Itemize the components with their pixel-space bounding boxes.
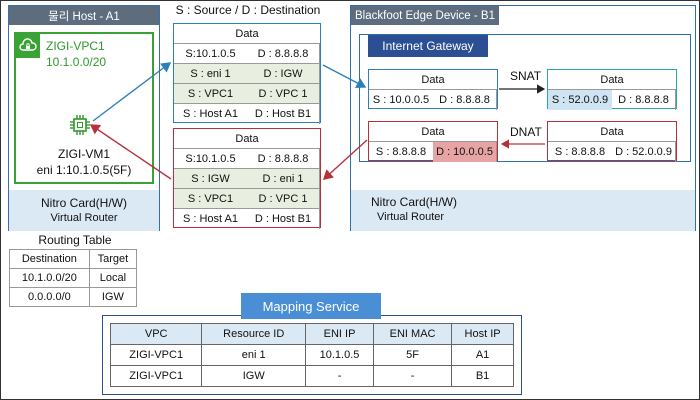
map-cell: IGW — [201, 365, 307, 387]
table-row: 0.0.0.0/0 IGW — [9, 287, 138, 307]
packet-dnat-out: Data S : 8.8.8.8 D : 10.0.0.5 — [368, 121, 498, 162]
map-cell: - — [305, 365, 375, 387]
packet-dnat-in: Data S : 8.8.8.8 D : 52.0.0.9 — [547, 121, 677, 162]
map-cell: 5F — [373, 344, 453, 366]
packet-cell: D : Host B1 — [247, 209, 320, 229]
packet-cell: S : VPC1 — [174, 84, 247, 104]
dnat-label: DNAT — [510, 125, 542, 139]
packet-cell: D : 8.8.8.8 — [247, 44, 320, 64]
packet-cell: S : IGW — [174, 169, 247, 189]
packet-cell: S : 8.8.8.8 — [554, 146, 606, 158]
nitro-b-sub: Virtual Router — [377, 211, 445, 223]
nitro-card-a: Nitro Card(H/W) Virtual Router — [9, 190, 159, 231]
table-row: 10.1.0.0/20 Local — [9, 268, 138, 288]
mapping-service-box: VPC Resource ID ENI IP ENI MAC Host IP Z… — [102, 315, 522, 395]
packet-cell: S : eni 1 — [174, 64, 247, 84]
map-header-resource-id: Resource ID — [201, 323, 307, 345]
packet-header: Data — [369, 70, 497, 90]
packet-cell: S : 10.0.0.5 — [372, 94, 430, 106]
packet-cell: D : eni 1 — [247, 169, 320, 189]
routing-table: Destination Target 10.1.0.0/20 Local 0.0… — [9, 249, 138, 307]
map-cell: 10.1.0.5 — [305, 344, 375, 366]
host-b1-label: Blackfoot Edge Device - B1 — [351, 6, 499, 25]
arrow-packet-to-vm — [89, 124, 172, 180]
vpc-box: ZIGI-VPC1 10.1.0.0/20 ZIGI-VM1 eni — [14, 32, 154, 184]
arrow-igw-to-packet — [322, 139, 368, 180]
packet-header: Data — [548, 122, 676, 142]
host-a1: 물리 Host - A1 ZIGI-VPC1 10.1.0.0/20 — [8, 5, 160, 231]
map-header-eni-mac: ENI MAC — [373, 323, 453, 345]
nitro-b-text: Nitro Card(H/W) Virtual Router — [371, 195, 457, 225]
map-cell: ZIGI-VPC1 — [109, 365, 203, 387]
packet-header: Data — [548, 70, 676, 90]
packet-outbound: Data S:10.1.0.5 D : 8.8.8.8 S : eni 1 D … — [173, 23, 321, 124]
nitro-b-title: Nitro Card(H/W) — [371, 195, 457, 209]
chip-icon — [69, 114, 91, 136]
packet-igw-in: Data S : 10.0.0.5 D : 8.8.8.8 — [368, 69, 498, 110]
vpc-name-text: ZIGI-VPC1 — [46, 39, 105, 53]
packet-cell: D : IGW — [247, 64, 320, 84]
map-header-vpc: VPC — [109, 323, 203, 345]
packet-header: Data — [174, 24, 320, 44]
nitro-a-sub: Virtual Router — [50, 211, 118, 224]
packet-cell: D : 52.0.0.9 — [612, 142, 676, 162]
packet-cell: S:10.1.0.5 — [174, 44, 247, 64]
nitro-a-title: Nitro Card(H/W) — [41, 195, 127, 210]
cloud-lock-icon — [16, 34, 40, 58]
routing-table-title: Routing Table — [38, 233, 112, 247]
packet-inbound: Data S:10.1.0.5 D : 8.8.8.8 S : IGW D : … — [173, 128, 321, 229]
legend: S : Source / D : Destination — [175, 3, 321, 17]
rt-header-destination: Destination — [9, 249, 90, 269]
map-cell: - — [373, 365, 453, 387]
vm-info: ZIGI-VM1 eni 1:10.1.0.5(5F) — [16, 146, 152, 178]
map-cell: ZIGI-VPC1 — [109, 344, 203, 366]
igw-label: Internet Gateway — [368, 35, 488, 57]
map-header-host-ip: Host IP — [451, 323, 514, 345]
internet-gateway: Internet Gateway — [359, 34, 691, 162]
map-cell: eni 1 — [201, 344, 307, 366]
rt-cell: 0.0.0.0/0 — [9, 287, 90, 307]
arrow-vm-to-packet — [92, 62, 172, 122]
rt-header-target: Target — [88, 249, 138, 269]
packet-cell: S : VPC1 — [174, 189, 247, 209]
host-b1: Blackfoot Edge Device - B1 Internet Gate… — [350, 5, 696, 231]
table-row: ZIGI-VPC1 eni 1 10.1.0.5 5F A1 — [109, 344, 514, 366]
packet-cell: S : Host A1 — [182, 213, 239, 225]
packet-cell: D : 10.0.0.5 — [433, 142, 497, 162]
table-row: ZIGI-VPC1 IGW - - B1 — [109, 365, 514, 387]
mapping-table: VPC Resource ID ENI IP ENI MAC Host IP Z… — [109, 323, 514, 387]
packet-cell: S : Host A1 — [182, 108, 239, 120]
vm-name: ZIGI-VM1 — [57, 147, 110, 161]
nitro-card-b: Nitro Card(H/W) Virtual Router — [351, 190, 695, 231]
map-header-eni-ip: ENI IP — [305, 323, 375, 345]
snat-label: SNAT — [510, 69, 542, 83]
mapping-service-title: Mapping Service — [241, 293, 381, 319]
packet-snat-out: Data S : 52.0.0.9 D : 8.8.8.8 — [547, 69, 677, 110]
arrow-packet-to-igw — [322, 64, 367, 89]
rt-cell: 10.1.0.0/20 — [9, 268, 90, 288]
packet-header: Data — [174, 129, 320, 149]
packet-cell: S:10.1.0.5 — [174, 149, 247, 169]
vm-eni: eni 1:10.1.0.5(5F) — [36, 163, 132, 177]
vpc-cidr: 10.1.0.0/20 — [46, 55, 107, 69]
packet-cell: D : 8.8.8.8 — [612, 90, 676, 110]
map-cell: A1 — [451, 344, 514, 366]
rt-cell: IGW — [88, 287, 138, 307]
map-cell: B1 — [451, 365, 514, 387]
packet-cell: D : 8.8.8.8 — [247, 149, 320, 169]
packet-cell: S : 8.8.8.8 — [375, 146, 427, 158]
host-a1-label: 물리 Host - A1 — [9, 6, 159, 25]
packet-cell: D : VPC 1 — [247, 84, 320, 104]
packet-cell: S : 52.0.0.9 — [548, 90, 612, 110]
packet-cell: D : Host B1 — [247, 104, 320, 124]
vpc-name: ZIGI-VPC1 10.1.0.0/20 — [46, 38, 106, 70]
packet-header: Data — [369, 122, 497, 142]
packet-cell: D : VPC 1 — [247, 189, 320, 209]
packet-cell: D : 8.8.8.8 — [433, 90, 497, 110]
